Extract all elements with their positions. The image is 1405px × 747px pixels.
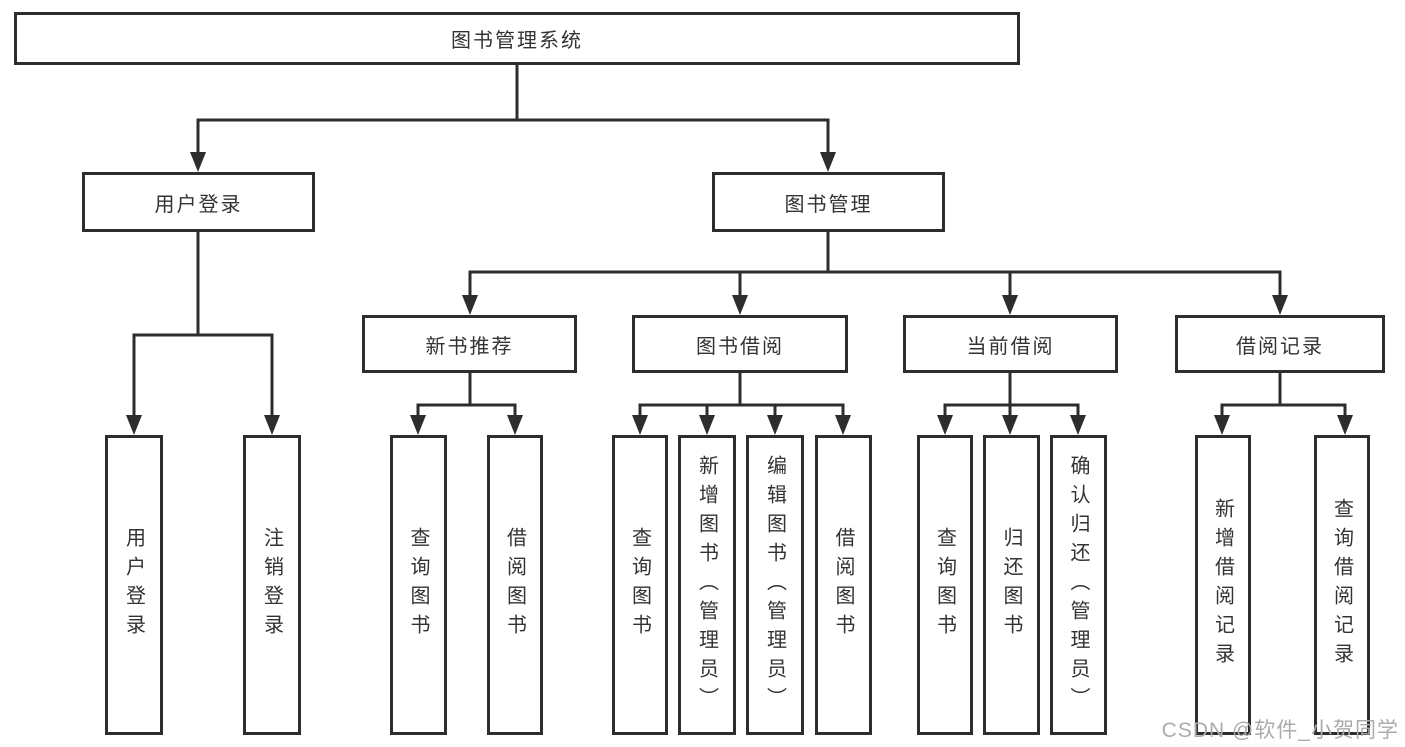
arrowhead-icon [835, 415, 851, 435]
node-label: 用户登录 [122, 527, 145, 643]
node-label: 查询图书 [933, 527, 956, 643]
arrowhead-icon [1214, 415, 1230, 435]
arrowhead-icon [1070, 415, 1086, 435]
node-label: 新增借阅记录 [1211, 498, 1234, 672]
node-label: 借阅记录 [1236, 335, 1324, 358]
node-label: 新增图书（管理员） [695, 454, 718, 716]
arrowhead-icon [264, 415, 280, 435]
node-label: 查询借阅记录 [1330, 498, 1353, 672]
node-label: 借阅图书 [832, 527, 854, 643]
node-borrow-record: 借阅记录 [1175, 315, 1385, 373]
arrowhead-icon [126, 415, 142, 435]
node-label: 图书借阅 [696, 335, 784, 358]
arrowhead-icon [699, 415, 715, 435]
node-book-management-system: 图书管理系统 [14, 12, 1020, 65]
arrowhead-icon [507, 415, 523, 435]
arrowhead-icon [1002, 415, 1018, 435]
arrowhead-icon [1337, 415, 1353, 435]
arrowhead-icon [190, 152, 206, 172]
leaf-logout: 注销登录 [243, 435, 301, 735]
arrowhead-icon [1272, 295, 1288, 315]
node-label: 确认归还（管理员） [1067, 454, 1089, 716]
arrowhead-icon [767, 415, 783, 435]
arrowhead-icons [126, 152, 1353, 435]
arrowhead-icon [820, 152, 836, 172]
node-label: 图书管理系统 [451, 30, 583, 52]
leaf-edit-books-admin: 编辑图书（管理员） [746, 435, 804, 735]
leaf-query-books-1: 查询图书 [390, 435, 447, 735]
node-label: 查询图书 [407, 527, 429, 643]
leaf-borrow-books-2: 借阅图书 [815, 435, 872, 735]
node-label: 当前借阅 [966, 335, 1055, 358]
node-label: 归还图书 [1000, 527, 1022, 643]
csdn-watermark: CSDN @软件_小贺同学 [1161, 719, 1399, 742]
node-label: 注销登录 [260, 527, 283, 643]
node-book-management-branch: 图书管理 [712, 172, 945, 232]
node-label: 新书推荐 [425, 335, 514, 358]
node-label: 用户登录 [154, 193, 243, 216]
leaf-query-books-2: 查询图书 [612, 435, 668, 735]
leaf-return-books: 归还图书 [983, 435, 1040, 735]
leaf-add-borrow-record: 新增借阅记录 [1195, 435, 1251, 735]
leaf-confirm-return-admin: 确认归还（管理员） [1050, 435, 1107, 735]
node-label: 编辑图书（管理员） [763, 454, 786, 716]
node-label: 查询图书 [628, 527, 651, 643]
leaf-borrow-books-1: 借阅图书 [487, 435, 543, 735]
node-label: 借阅图书 [503, 527, 526, 643]
leaf-add-books-admin: 新增图书（管理员） [678, 435, 736, 735]
node-book-borrow: 图书借阅 [632, 315, 848, 373]
leaf-query-borrow-record: 查询借阅记录 [1314, 435, 1370, 735]
node-label: 图书管理 [784, 193, 873, 216]
arrowhead-icon [462, 295, 478, 315]
arrowhead-icon [632, 415, 648, 435]
arrowhead-icon [1002, 295, 1018, 315]
arrowhead-icon [732, 295, 748, 315]
node-user-login-branch: 用户登录 [82, 172, 315, 232]
leaf-query-books-3: 查询图书 [917, 435, 973, 735]
node-current-borrow: 当前借阅 [903, 315, 1118, 373]
arrowhead-icon [937, 415, 953, 435]
arrowhead-icon [410, 415, 426, 435]
node-new-book-recommend: 新书推荐 [362, 315, 577, 373]
connector-lines [132, 65, 1347, 422]
leaf-user-login: 用户登录 [105, 435, 163, 735]
